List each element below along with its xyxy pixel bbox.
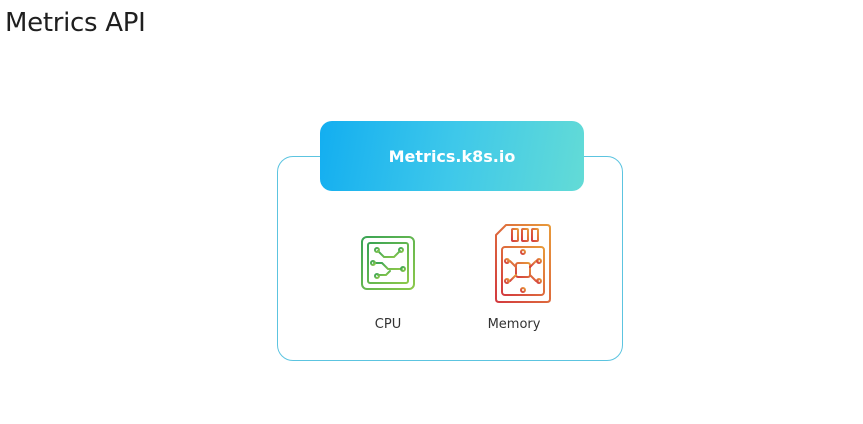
memory-component: Memory: [464, 223, 564, 332]
cpu-component: CPU: [338, 223, 438, 332]
cpu-label: CPU: [374, 317, 402, 332]
page-title: Metrics API: [5, 8, 146, 38]
metrics-api-label: Metrics.k8s.io: [388, 146, 516, 166]
cpu-chip-icon: [352, 227, 424, 299]
memory-card-icon: [495, 224, 551, 303]
metrics-api-header: Metrics.k8s.io: [320, 121, 584, 191]
memory-label: Memory: [487, 317, 541, 332]
